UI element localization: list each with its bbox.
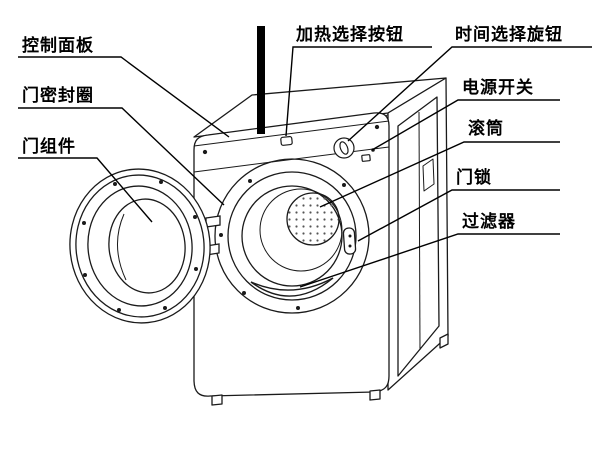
- label-drum: 滚筒: [468, 119, 504, 139]
- door-lock-shape: [342, 227, 357, 255]
- leader-control-panel: [18, 56, 230, 138]
- leader-door-assembly: [18, 157, 153, 223]
- label-filter: 过滤器: [462, 212, 516, 232]
- door-glass: [108, 198, 186, 294]
- time-select-knob-shape: [333, 137, 355, 159]
- machine-body: [193, 77, 449, 406]
- power-switch-shape: [361, 154, 371, 162]
- label-heat-select-button: 加热选择按钮: [296, 25, 404, 45]
- open-door: [69, 168, 211, 324]
- front-panel: [193, 112, 390, 397]
- foot-left: [211, 394, 223, 406]
- black-marker-bar: [257, 26, 265, 134]
- front-opening: [205, 158, 370, 314]
- label-door-assembly: 门组件: [22, 137, 76, 157]
- label-time-select-knob: 时间选择旋钮: [455, 25, 563, 45]
- label-power-switch: 电源开关: [462, 78, 534, 98]
- door-hinge: [205, 215, 221, 228]
- label-door-seal-ring: 门密封圈: [22, 86, 94, 106]
- heat-select-button-shape: [280, 135, 293, 146]
- door-seal-outer-ring: [214, 158, 370, 314]
- door-seal-inner-ring: [227, 171, 357, 301]
- side-panel: [387, 77, 449, 391]
- foot-right: [369, 389, 381, 401]
- door-screws: [82, 180, 198, 312]
- leader-heat-button: [285, 46, 432, 137]
- leader-door-lock: [357, 189, 560, 242]
- filter-shape: [250, 277, 334, 291]
- leader-power-switch: [371, 99, 560, 151]
- leader-time-knob: [347, 46, 592, 142]
- leader-filter: [299, 233, 560, 288]
- label-door-lock: 门锁: [456, 168, 492, 188]
- foot-side: [439, 333, 449, 349]
- leader-door-seal: [18, 107, 225, 206]
- side-detail-rect: [422, 158, 435, 192]
- door-outer-rim: [69, 168, 211, 324]
- label-control-panel: 控制面板: [22, 36, 94, 56]
- side-inset-panel: [397, 96, 440, 377]
- leader-lines: [18, 46, 592, 288]
- leader-drum: [319, 141, 560, 208]
- door-ring: [87, 185, 193, 307]
- drum-perforated-back: [286, 192, 340, 246]
